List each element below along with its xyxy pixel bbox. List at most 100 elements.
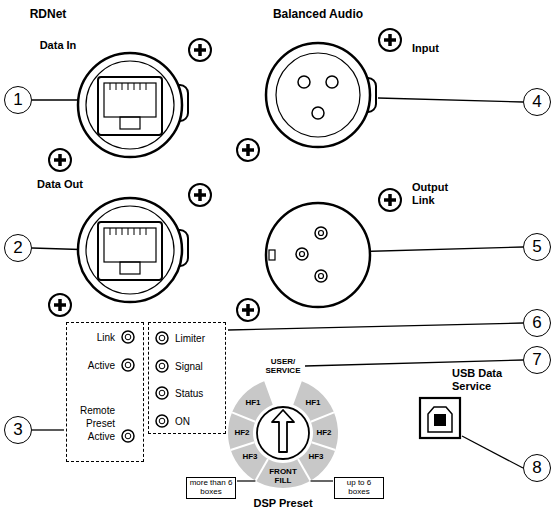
xlr-hole <box>298 76 310 88</box>
connector-label: USB Data Service <box>452 367 510 392</box>
preset-range-label: more than 6 boxes <box>189 479 233 497</box>
ethercon-connector <box>78 53 188 157</box>
connector-ring <box>266 203 370 307</box>
ring-divider <box>232 412 255 421</box>
ring-divider <box>231 442 255 450</box>
xlr-male-connector <box>266 203 370 307</box>
callout-number: 2 <box>4 234 32 262</box>
callout-number: 4 <box>532 92 541 112</box>
screw <box>49 294 71 316</box>
preset-label: HF3 <box>308 452 323 461</box>
preset-range-label: up to 6 boxes <box>337 479 381 497</box>
usb-socket <box>420 398 460 438</box>
screws <box>49 29 401 321</box>
rj45-notch <box>120 117 140 129</box>
screw <box>379 29 401 51</box>
group-heading: RDNet <box>30 8 67 22</box>
callout-number: 4 <box>523 88 551 116</box>
led <box>159 390 165 396</box>
rj45-contacts <box>110 228 146 235</box>
screw-cross <box>54 299 66 311</box>
preset-label: HF2 <box>316 428 331 437</box>
screw <box>49 149 71 171</box>
led-label: ON <box>175 415 190 428</box>
preset-ring <box>228 381 338 488</box>
preset-range-box: up to 6 boxes <box>334 477 384 499</box>
led-group-box: LimiterSignalStatusON <box>148 322 226 434</box>
rotary-switch <box>228 381 338 488</box>
callout-number: 3 <box>13 420 22 440</box>
screw <box>379 189 401 211</box>
callout-number: 5 <box>532 237 541 257</box>
screw-cross <box>242 304 254 316</box>
knob-arrow <box>272 410 294 452</box>
xlr-notch <box>269 250 275 260</box>
screw <box>237 299 259 321</box>
usb-socket <box>428 407 452 432</box>
callout-number: 1 <box>13 90 22 110</box>
led-label: Signal <box>175 360 203 373</box>
rj45-socket <box>98 222 162 280</box>
rj45-socket <box>104 228 156 262</box>
connector-ring <box>86 61 174 149</box>
connector-ring <box>78 198 182 302</box>
xlr-pin <box>319 274 324 279</box>
screw <box>49 294 71 316</box>
led <box>156 332 168 344</box>
callout-number: 7 <box>523 346 551 374</box>
callout-number: 7 <box>532 350 541 370</box>
preset-label: HF1 <box>245 398 260 407</box>
rj45-socket <box>98 77 162 135</box>
led <box>159 335 165 341</box>
screw-cross <box>384 34 396 46</box>
led-label: Status <box>175 387 203 400</box>
preset-label: HF3 <box>242 452 257 461</box>
ring-divider <box>298 459 311 481</box>
callout-number: 5 <box>523 233 551 261</box>
xlr-pin <box>315 227 327 239</box>
screw <box>189 184 211 206</box>
led <box>122 430 134 442</box>
leader-line <box>345 247 523 252</box>
leader-lines <box>32 98 523 468</box>
led-label: Limiter <box>175 332 205 345</box>
connector-ring <box>266 43 370 147</box>
rj45-contacts <box>110 83 146 90</box>
group-heading: Balanced Audio <box>273 8 363 22</box>
led <box>122 331 134 343</box>
screw-cross <box>384 194 396 206</box>
xlr-pin <box>319 231 324 236</box>
callout-number: 1 <box>4 86 32 114</box>
screw <box>379 29 401 51</box>
leader-line <box>305 360 523 366</box>
led <box>125 362 131 368</box>
preset-label: FRONT FILL <box>266 467 300 485</box>
connector-label: Data In <box>40 39 77 52</box>
led <box>122 359 134 371</box>
bracket-line <box>311 480 334 481</box>
preset-label: USER/ SERVICE <box>262 357 304 375</box>
xlr-pin <box>296 248 308 260</box>
leader-line <box>378 98 523 102</box>
leader-line <box>32 429 64 430</box>
screw <box>237 139 259 161</box>
callout-number: 2 <box>13 238 22 258</box>
rj45-socket <box>104 83 156 117</box>
connector-ring <box>276 53 360 137</box>
screw <box>189 39 211 61</box>
connector-ring <box>78 53 182 157</box>
usb-socket <box>434 414 446 426</box>
led-group-box: LinkActiveRemote Preset Active <box>66 322 144 462</box>
led <box>125 334 131 340</box>
ring-divider <box>312 442 336 450</box>
xlr-hole <box>326 76 338 88</box>
led <box>156 387 168 399</box>
leader-line <box>228 323 523 330</box>
connector-ring <box>86 206 174 294</box>
led-label: Remote Preset Active <box>69 404 115 443</box>
rj45-notch <box>120 262 140 274</box>
led <box>125 433 131 439</box>
screw <box>189 39 211 61</box>
